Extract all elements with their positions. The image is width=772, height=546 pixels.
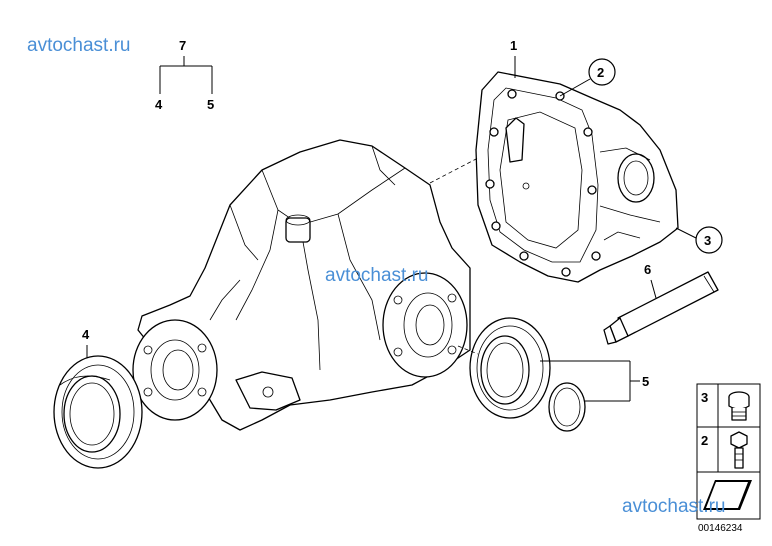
bolt-icon <box>730 431 748 469</box>
diagram-code: 00146234 <box>698 523 743 534</box>
hardware-legend: 3 2 <box>696 383 761 520</box>
callout-2-label: 2 <box>597 65 604 80</box>
callout-7-sub-5: 5 <box>207 97 214 112</box>
callout-1-label: 1 <box>510 38 517 53</box>
watermark-bottom-right: avtochast.ru <box>622 496 726 517</box>
callout-2: 2 <box>559 58 616 97</box>
watermark-top-left: avtochast.ru <box>27 35 131 56</box>
callout-7-label: 7 <box>179 38 186 53</box>
assembly-line-cover <box>429 157 479 184</box>
shaft-seal-part-5: 5 <box>457 317 649 432</box>
watermark-center: avtochast.ru <box>325 265 429 286</box>
callout-tree-7: 7 4 5 <box>155 38 214 112</box>
callout-4-label: 4 <box>82 327 90 342</box>
callout-3: 3 <box>675 226 723 254</box>
shaft-seal-part-4: 4 <box>53 327 143 469</box>
callout-6-label: 6 <box>644 262 651 277</box>
callout-3-label: 3 <box>704 233 711 248</box>
differential-housing <box>132 139 471 431</box>
callout-5-label: 5 <box>642 374 649 389</box>
callout-1: 1 <box>510 38 517 78</box>
screw-plug-icon <box>728 391 750 421</box>
callout-7-sub-4: 4 <box>155 97 163 112</box>
rear-cover-part-1 <box>475 71 679 283</box>
legend-label-2: 2 <box>701 433 708 448</box>
washer-icon <box>703 480 752 510</box>
legend-label-3: 3 <box>701 390 708 405</box>
sealant-tube-part-6: 6 <box>603 262 719 345</box>
